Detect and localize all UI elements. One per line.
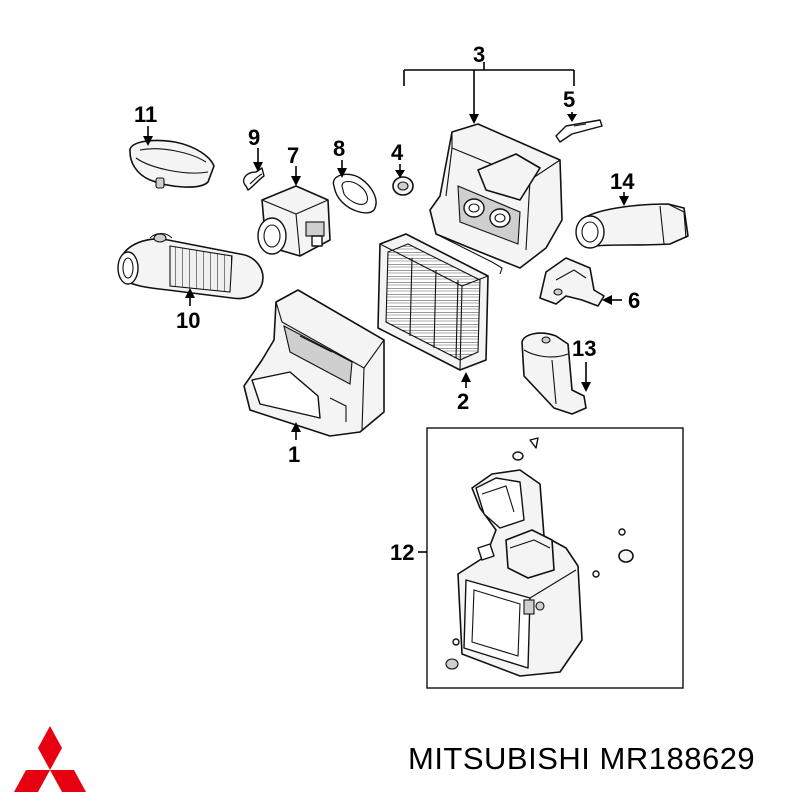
part-7-air-flow-meter: [257, 185, 331, 257]
part-1-lower-case: [243, 289, 385, 437]
part-4-grommet: [392, 176, 414, 196]
callout-labels: 3 5 11 9 7 8 4 14 6 10 13 2 1 12: [134, 42, 640, 565]
callout-6: 6: [628, 288, 640, 313]
callout-11: 11: [134, 102, 157, 127]
part-13-resonator-duct: [521, 332, 587, 415]
kit-border: [426, 427, 684, 689]
part-12-assembly-box: [426, 427, 684, 689]
callout-10: 10: [176, 308, 200, 333]
part-2-filter-element: [377, 233, 489, 371]
part-6-bracket: [539, 257, 605, 307]
callout-1: 1: [288, 442, 300, 467]
mitsubishi-logo-icon: [14, 726, 86, 792]
callout-12: 12: [390, 540, 414, 565]
part-14-intake-duct: [575, 203, 689, 249]
part-8-gasket: [332, 173, 377, 214]
part-9-clamp: [242, 167, 265, 191]
part-3-upper-case: [429, 123, 563, 275]
part-11-resonator: [129, 139, 215, 189]
callout-8: 8: [333, 136, 345, 161]
callout-13: 13: [572, 336, 596, 361]
part-number-caption: MITSUBISHI MR188629: [408, 741, 756, 776]
leader-lines: [143, 62, 629, 553]
part-5-clip: [555, 119, 603, 143]
callout-9: 9: [248, 125, 260, 150]
callout-5: 5: [563, 87, 575, 112]
callout-7: 7: [287, 143, 299, 168]
part-10-intake-hose: [117, 232, 264, 300]
callout-3: 3: [473, 42, 485, 67]
callout-14: 14: [610, 169, 635, 194]
callout-2: 2: [457, 389, 469, 414]
callout-4: 4: [391, 140, 404, 165]
